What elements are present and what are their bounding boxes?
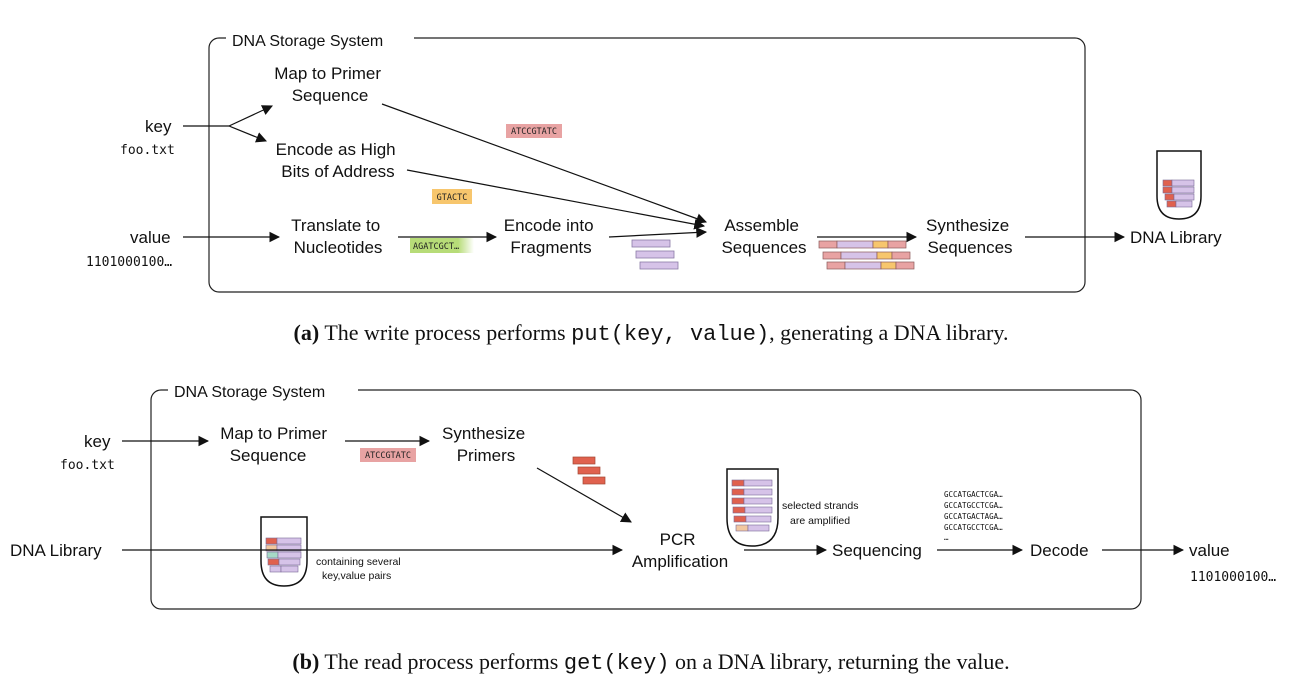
tag-address-sequence: GTACTC — [432, 189, 472, 204]
node-synthesize-sequences: Synthesize Sequences — [926, 216, 1014, 257]
containing-note: containing several key,value pairs — [316, 556, 404, 582]
node-encode-high-bits: Encode as High Bits of Address — [276, 140, 401, 181]
write-dna-library-label: DNA Library — [1130, 228, 1222, 247]
caption-read: (b) The read process performs get(key) o… — [0, 649, 1302, 676]
selected-note: selected strands are amplified — [782, 500, 861, 527]
read-dna-library-label: DNA Library — [10, 541, 102, 560]
read-library-tube-icon — [260, 516, 308, 587]
node-assemble-sequences: Assemble Sequences — [721, 216, 806, 257]
dna-library-tube-icon — [1156, 150, 1202, 220]
read-node-map-primer: Map to Primer Sequence — [220, 424, 331, 465]
node-pcr-amplification: PCR Amplification — [632, 530, 728, 571]
node-sequencing: Sequencing — [832, 541, 922, 560]
write-system-box — [208, 37, 1086, 293]
write-box-title: DNA Storage System — [232, 33, 383, 50]
write-key-label: key — [145, 117, 172, 136]
tag-nucleotide-sequence: AGATCGCT… — [410, 238, 474, 253]
svg-text:GTACTC: GTACTC — [437, 193, 468, 203]
write-key-value: foo.txt — [120, 143, 175, 158]
node-translate-nucleotides: Translate to Nucleotides — [291, 216, 385, 257]
read-value-value: 1101000100… — [1190, 570, 1276, 585]
caption-write: (a) The write process performs put(key, … — [0, 320, 1302, 347]
read-key-value: foo.txt — [60, 458, 115, 473]
caption-write-pre: The write process performs — [324, 320, 566, 345]
caption-read-post: on a DNA library, returning the value. — [675, 649, 1010, 674]
tag-primer-sequence: ATCCGTATC — [506, 124, 562, 138]
caption-read-code: get(key) — [563, 651, 670, 676]
node-synthesize-primers: Synthesize Primers — [442, 424, 530, 465]
read-tag-primer-sequence: ATCCGTATC — [360, 448, 416, 462]
sequencing-reads: GCCATGACTCGA… GCCATGCCTCGA… GCCATGACTAGA… — [944, 490, 1007, 542]
write-arrows — [183, 103, 1126, 243]
read-box-title: DNA Storage System — [174, 384, 325, 401]
assembled-sequences-icon — [818, 240, 915, 270]
read-key-label: key — [84, 432, 111, 451]
amplified-tube-icon — [726, 468, 779, 547]
svg-text:ATCCGTATC: ATCCGTATC — [511, 127, 557, 137]
caption-write-tag: (a) — [293, 320, 320, 345]
read-arrows — [122, 435, 1185, 556]
caption-read-pre: The read process performs — [324, 649, 559, 674]
node-decode: Decode — [1030, 541, 1089, 560]
svg-text:ATCCGTATC: ATCCGTATC — [365, 451, 411, 461]
read-diagram: DNA Storage System key foo.txt DNA Libra… — [10, 380, 1276, 610]
node-map-primer: Map to Primer Sequence — [274, 64, 385, 105]
primers-icon — [572, 456, 606, 485]
svg-text:AGATCGCT…: AGATCGCT… — [413, 242, 459, 252]
node-encode-fragments: Encode into Fragments — [504, 216, 599, 257]
write-value-value: 1101000100… — [86, 255, 172, 270]
read-system-box — [150, 389, 1142, 610]
write-value-label: value — [130, 228, 171, 247]
fragments-icon — [631, 239, 679, 270]
write-diagram: DNA Storage System key foo.txt value 110… — [86, 28, 1222, 293]
caption-write-code: put(key, value) — [571, 322, 770, 347]
caption-read-tag: (b) — [292, 649, 320, 674]
caption-write-post: , generating a DNA library. — [769, 320, 1009, 345]
read-value-label: value — [1189, 541, 1230, 560]
